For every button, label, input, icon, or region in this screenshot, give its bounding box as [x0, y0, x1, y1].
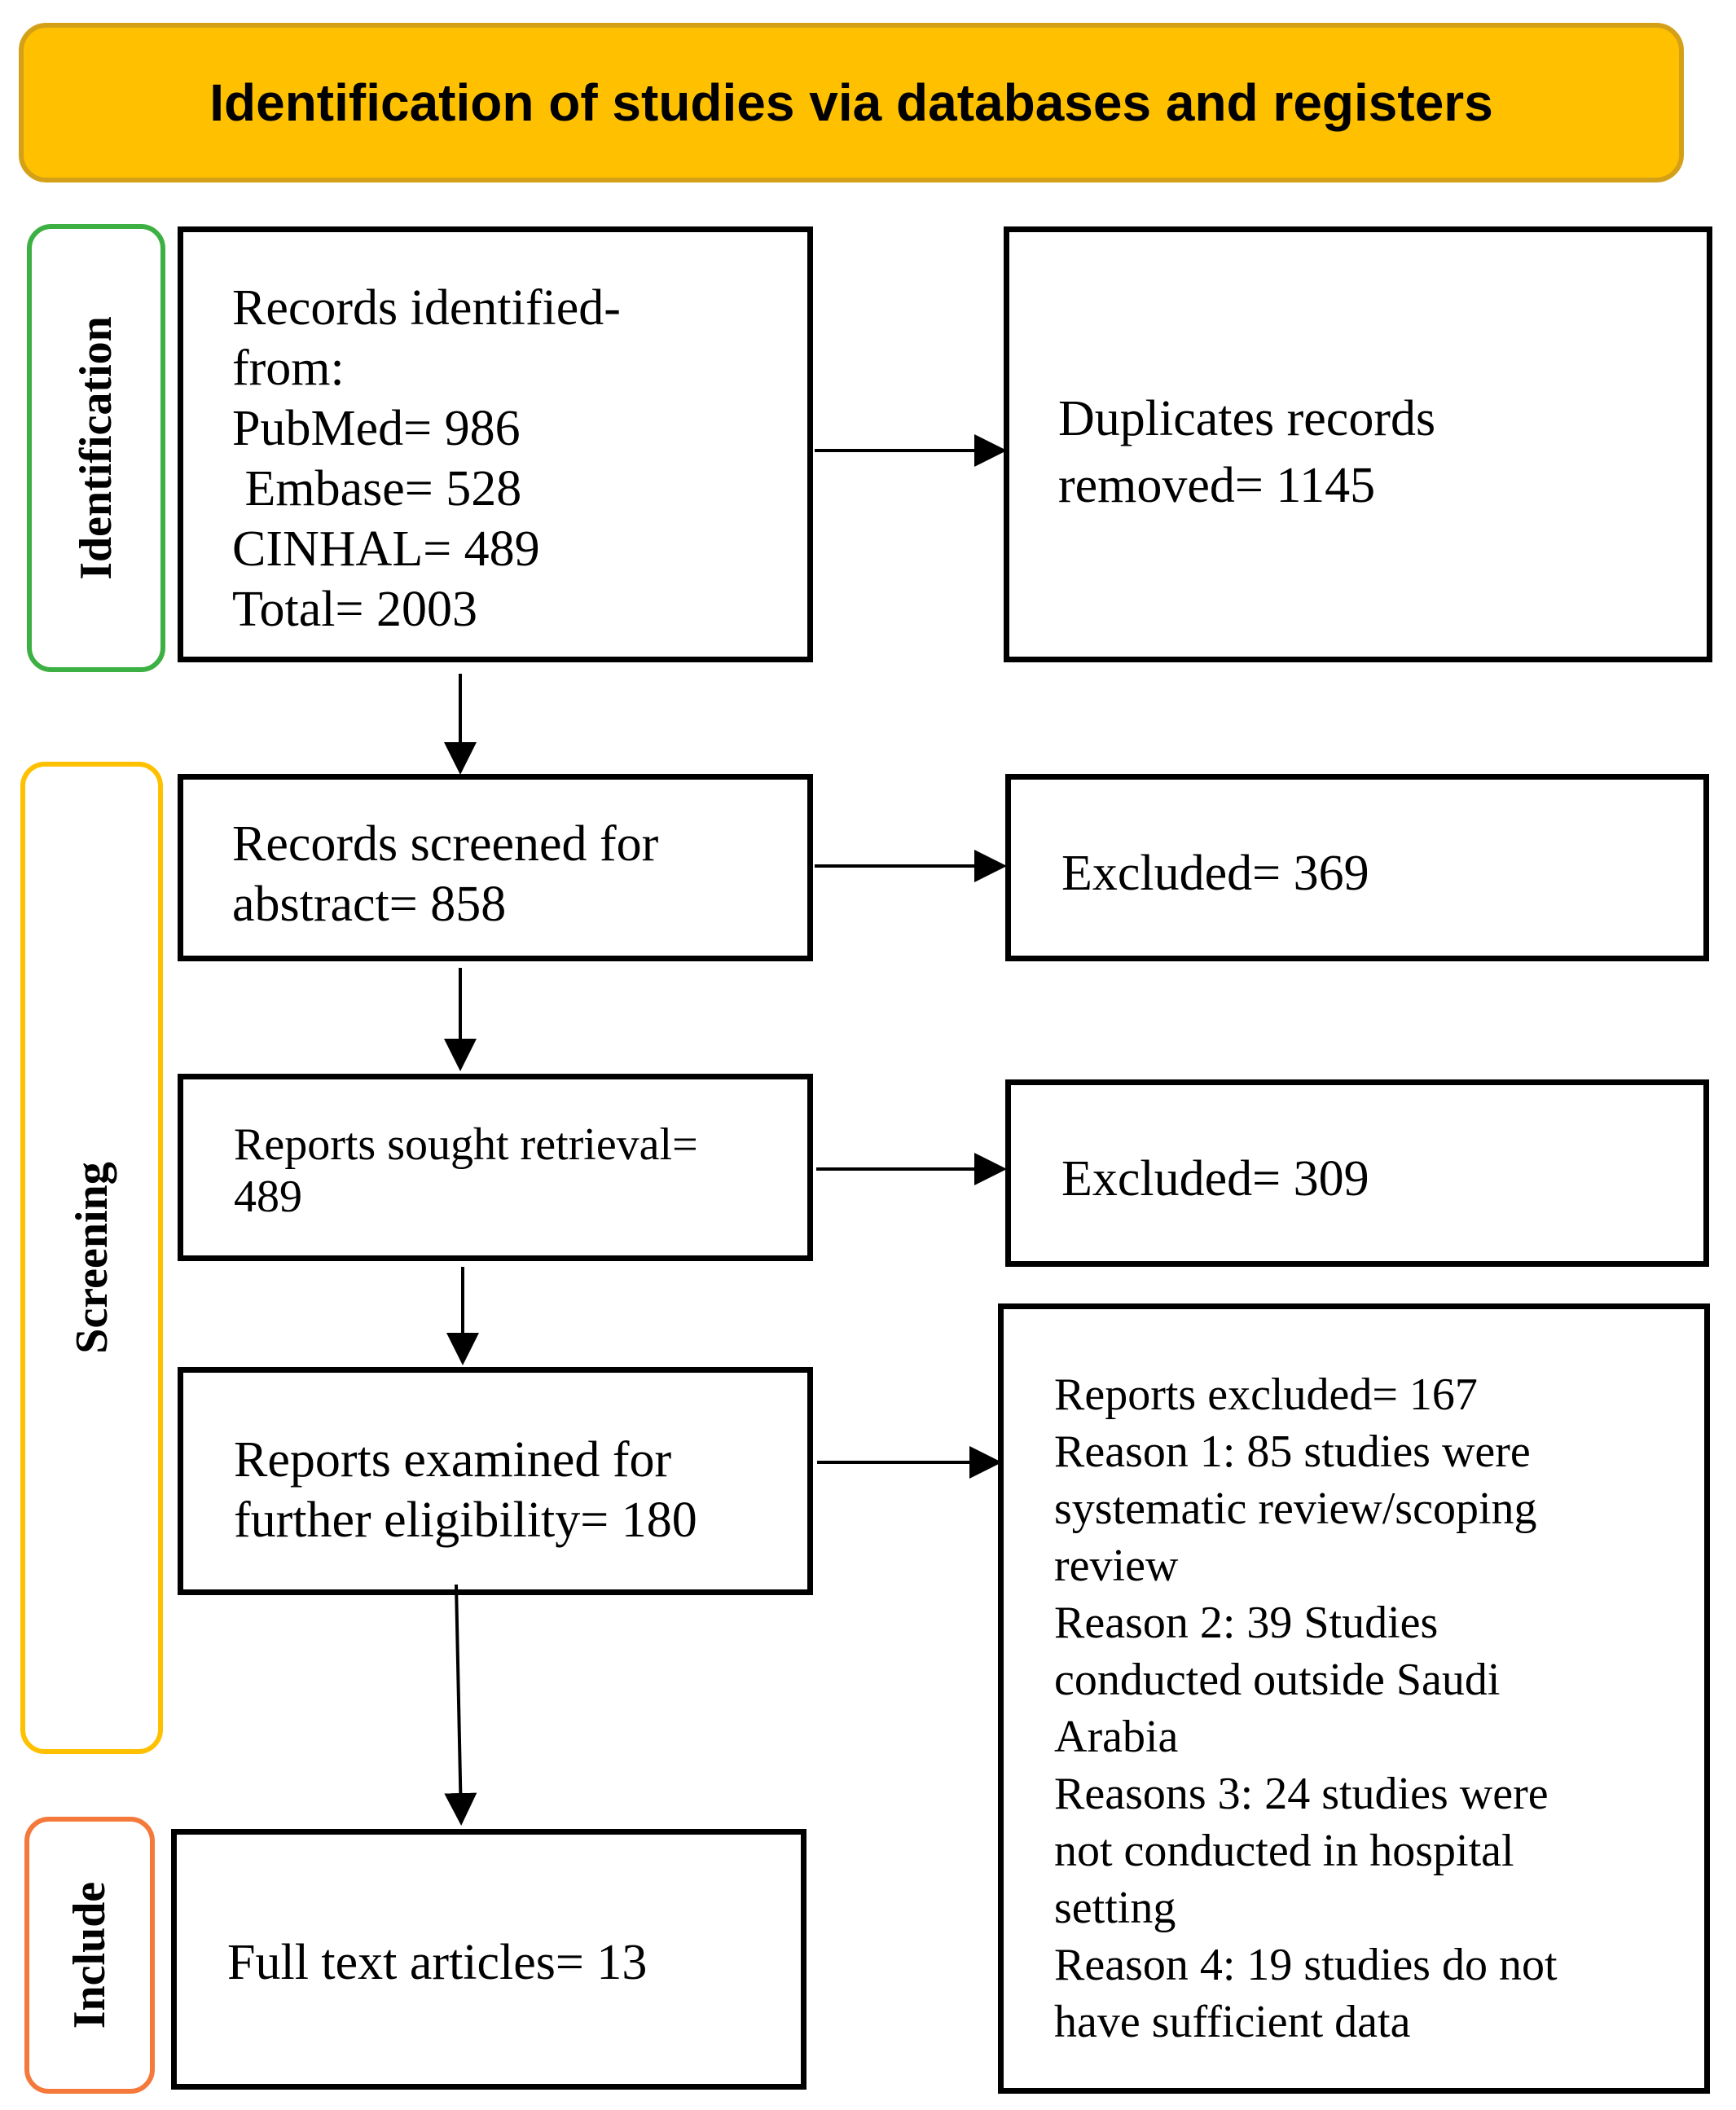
phase-screening: Screening [20, 762, 163, 1754]
text-line: systematic review/scoping [1054, 1484, 1537, 1534]
text-line: not conducted in hospital [1054, 1826, 1514, 1876]
text-line: Full text articles= 13 [227, 1935, 648, 1990]
box-excluded-retrieval: Excluded= 309 [1005, 1079, 1709, 1267]
text-line: setting [1054, 1883, 1176, 1933]
phase-include: Include [24, 1817, 155, 2094]
text-line: CINHAL= 489 [232, 521, 540, 577]
text-line: Reasons 3: 24 studies were [1054, 1769, 1549, 1819]
box-duplicates-removed: Duplicates records removed= 1145 [1004, 226, 1712, 662]
header-banner: Identification of studies via databases … [19, 23, 1684, 182]
text-line: Reason 1: 85 studies were [1054, 1426, 1531, 1477]
text-line: Total= 2003 [232, 582, 477, 637]
text-line: Embase= 528 [232, 461, 522, 517]
box-reports-sought: Reports sought retrieval=489 [178, 1074, 813, 1261]
header-title: Identification of studies via databases … [209, 73, 1493, 132]
text-line: Excluded= 369 [1061, 846, 1369, 901]
text-line: review [1054, 1541, 1179, 1591]
text-line: further eligibility= 180 [234, 1492, 697, 1548]
text-line: removed= 1145 [1058, 458, 1376, 513]
text-line: PubMed= 986 [232, 401, 521, 456]
text-line: 489 [234, 1171, 302, 1222]
text-line: have sufficient data [1054, 1997, 1411, 2047]
phase-identification: Identification [27, 224, 165, 672]
text-line: Arabia [1054, 1712, 1179, 1762]
text-line: Reports excluded= 167 [1054, 1369, 1478, 1420]
text-line: Reason 4: 19 studies do not [1054, 1940, 1558, 1990]
text-line: Records identified- [232, 280, 621, 336]
arrow-examined-to-full-text [444, 1584, 477, 1826]
text-line: Reason 2: 39 Studies [1054, 1598, 1439, 1648]
text-line: from: [232, 341, 345, 396]
text-line: Reports examined for [234, 1432, 672, 1488]
text-line: Records screened for [232, 816, 659, 872]
box-excluded-abstract: Excluded= 369 [1005, 774, 1709, 961]
box-full-text-articles: Full text articles= 13 [171, 1829, 806, 2090]
box-records-identified: Records identified-from:PubMed= 986 Emba… [178, 226, 813, 662]
text-line: Excluded= 309 [1061, 1151, 1369, 1207]
text-line: Reports sought retrieval= [234, 1119, 698, 1170]
text-line: Duplicates records [1058, 391, 1436, 446]
text-line: conducted outside Saudi [1054, 1655, 1501, 1705]
text-line: abstract= 858 [232, 877, 507, 932]
